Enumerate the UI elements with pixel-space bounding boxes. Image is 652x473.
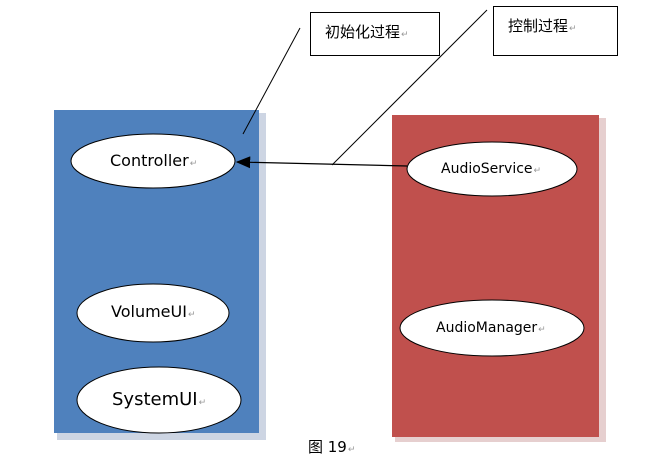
paragraph-mark: ↵ [198, 398, 207, 408]
figure-caption: 图 19↵ [308, 438, 356, 456]
paragraph-mark: ↵ [187, 310, 196, 320]
paragraph-mark: ↵ [401, 30, 409, 40]
paragraph-mark: ↵ [533, 166, 542, 176]
systemui-node [76, 366, 242, 434]
audioservice-node [406, 141, 578, 197]
controller-label: Controller↵ [110, 151, 198, 170]
control-callout-pointer [331, 9, 488, 166]
paragraph-mark: ↵ [347, 445, 356, 455]
paragraph-mark: ↵ [569, 24, 577, 34]
audiomanager-label: AudioManager↵ [436, 320, 546, 336]
paragraph-mark: ↵ [189, 159, 198, 169]
controller-node [70, 133, 236, 189]
systemui-label: SystemUI↵ [112, 389, 207, 410]
init-process-label: 初始化过程↵ [325, 23, 409, 41]
volumeui-label: VolumeUI↵ [111, 302, 196, 321]
init-process-callout: 初始化过程↵ [310, 12, 440, 56]
audiomanager-node [399, 299, 585, 357]
paragraph-mark: ↵ [538, 325, 546, 335]
control-process-callout: 控制过程↵ [493, 6, 618, 56]
control-process-label: 控制过程↵ [508, 17, 577, 35]
init-callout-pointer [242, 27, 301, 135]
audioservice-to-controller-arrow [235, 156, 408, 169]
volumeui-node [76, 283, 230, 343]
audioservice-label: AudioService↵ [441, 161, 542, 177]
